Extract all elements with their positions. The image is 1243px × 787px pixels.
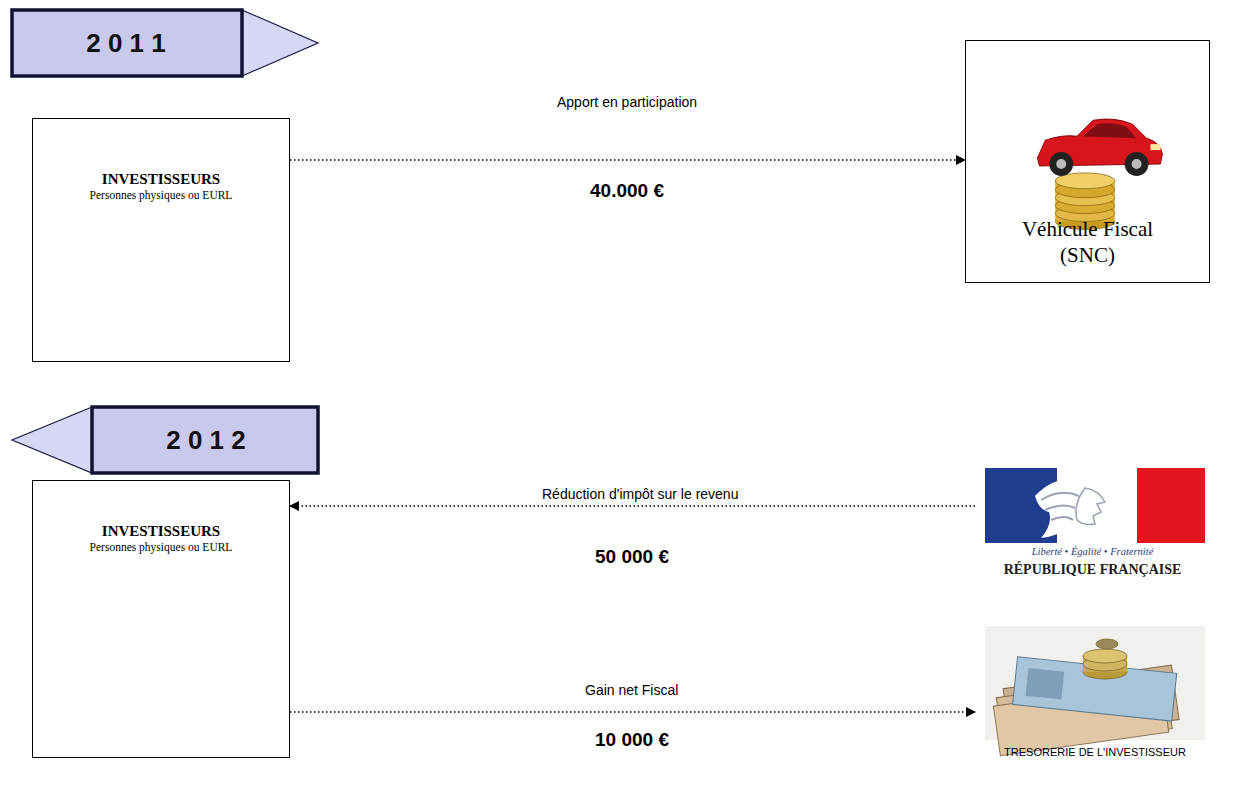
banknotes-illustration xyxy=(975,626,1215,760)
dotted-arrow xyxy=(290,711,975,713)
amount-label: 50 000 € xyxy=(595,546,669,568)
edge-label: Réduction d'impôt sur le revenu xyxy=(542,486,738,502)
dotted-arrow xyxy=(290,505,975,507)
edge-label: Gain net Fiscal xyxy=(585,682,678,698)
vehicle-label: Véhicule Fiscal (SNC) xyxy=(1000,216,1175,269)
year-label: 2 0 1 2 xyxy=(166,425,246,456)
edge-label: Apport en participation xyxy=(557,94,697,110)
box-subtitle: Personnes physiques ou EURL xyxy=(90,541,233,553)
year-tab: 2 0 1 1 xyxy=(10,8,320,78)
motto-text: Liberté • Égalité • Fraternité xyxy=(1032,546,1154,557)
investor-box: INVESTISSEURSPersonnes physiques ou EURL xyxy=(32,480,290,758)
vehicle-box: Véhicule Fiscal (SNC) xyxy=(965,40,1210,283)
republic-name: RÉPUBLIQUE FRANÇAISE xyxy=(1004,562,1182,578)
year-tab: 2 0 1 2 xyxy=(10,405,320,475)
box-title: INVESTISSEURS xyxy=(102,171,220,188)
amount-label: 40.000 € xyxy=(590,180,664,202)
investor-box: INVESTISSEURSPersonnes physiques ou EURL xyxy=(32,118,290,362)
treasury-caption: TRESORERIE DE L'INVESTISSEUR xyxy=(1004,746,1186,758)
republic-logo-node: Liberté • Égalité • FraternitéRÉPUBLIQUE… xyxy=(975,466,1210,594)
box-subtitle: Personnes physiques ou EURL xyxy=(90,189,233,201)
box-title: INVESTISSEURS xyxy=(102,523,220,540)
amount-label: 10 000 € xyxy=(595,729,669,751)
dotted-arrow xyxy=(290,159,965,161)
tab-shape xyxy=(10,405,320,475)
year-label: 2 0 1 1 xyxy=(86,28,166,59)
treasury-node: TRESORERIE DE L'INVESTISSEUR xyxy=(975,626,1215,760)
